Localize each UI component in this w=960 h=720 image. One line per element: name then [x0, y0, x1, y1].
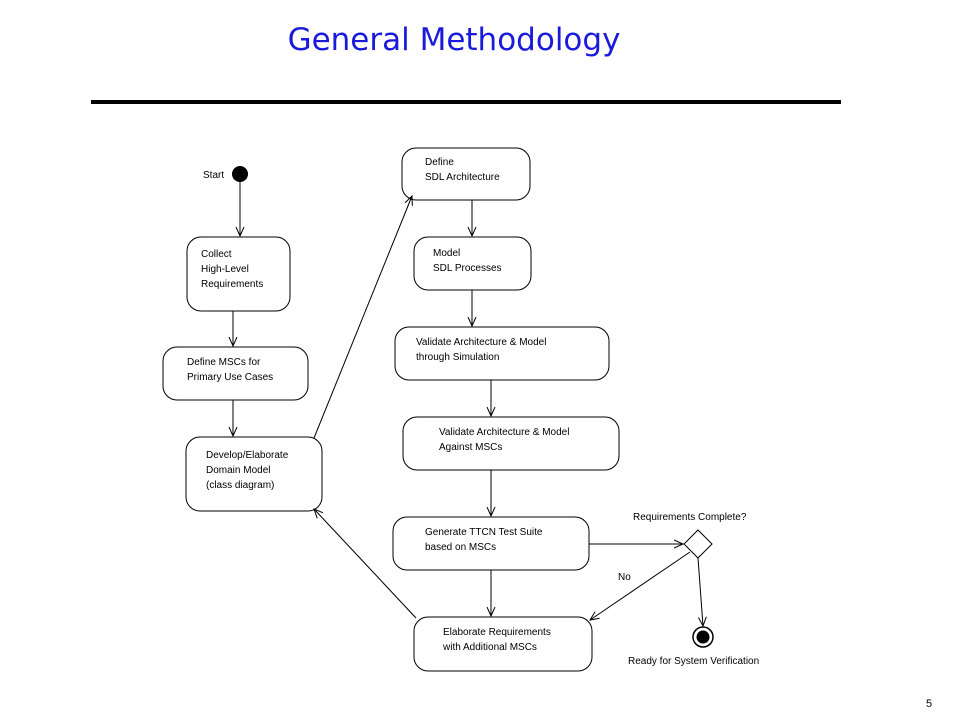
activity-text-line: SDL Processes	[433, 263, 502, 274]
arrow-decision-to-end	[697, 557, 703, 626]
activity-text-line: with Additional MSCs	[442, 642, 537, 653]
transitions	[233, 182, 703, 626]
start-node	[232, 166, 248, 182]
activity-text-line: High-Level	[201, 264, 249, 275]
activity-text-line: Validate Architecture & Model	[439, 427, 569, 438]
slide-title: General Methodology	[287, 22, 621, 58]
activity-text-line: through Simulation	[416, 352, 499, 363]
activity-text-line: Define MSCs for	[187, 357, 261, 368]
activity-text-line: Generate TTCN Test Suite	[425, 527, 543, 538]
activity-elaborate-requirements: Elaborate Requirements with Additional M…	[413, 616, 593, 672]
activity-validate-simulation: Validate Architecture & Model through Si…	[394, 326, 610, 381]
start-label: Start	[203, 170, 224, 181]
activity-model-sdl-processes: Model SDL Processes	[413, 236, 532, 291]
activity-text-line: Primary Use Cases	[187, 372, 273, 383]
activity-text-line: based on MSCs	[425, 542, 496, 553]
end-node-dot	[696, 630, 710, 644]
activity-domain-model: Develop/Elaborate Domain Model (class di…	[185, 436, 323, 512]
activity-define-mscs: Define MSCs for Primary Use Cases	[162, 346, 309, 401]
activity-collect-requirements: Collect High-Level Requirements	[186, 236, 291, 312]
end-label: Ready for System Verification	[628, 656, 759, 667]
activity-validate-mscs: Validate Architecture & Model Against MS…	[402, 416, 620, 471]
title-underline	[91, 100, 841, 104]
activity-generate-ttcn: Generate TTCN Test Suite based on MSCs	[392, 516, 590, 571]
activity-text-line: Elaborate Requirements	[443, 627, 551, 638]
no-guard-label: No	[618, 572, 631, 583]
activity-text-line: Collect	[201, 249, 232, 260]
arrow-decision-to-elaborate	[590, 551, 691, 620]
activity-text-line: Define	[425, 157, 454, 168]
arrow-domain-to-sdl-arch	[313, 196, 412, 439]
activity-define-sdl-architecture: Define SDL Architecture	[401, 147, 531, 201]
decision-label: Requirements Complete?	[633, 512, 747, 523]
arrow-elaborate-to-domain	[314, 509, 417, 619]
activity-text-line: Develop/Elaborate	[206, 450, 289, 461]
activity-text-line: Model	[433, 248, 460, 259]
activity-text-line: Validate Architecture & Model	[416, 337, 546, 348]
activity-text-line: Against MSCs	[439, 442, 502, 453]
page-number: 5	[926, 698, 933, 710]
activity-text-line: Domain Model	[206, 465, 270, 476]
activity-text-line: Requirements	[201, 279, 263, 290]
activity-text-line: (class diagram)	[206, 480, 274, 491]
activity-text-line: SDL Architecture	[425, 172, 500, 183]
